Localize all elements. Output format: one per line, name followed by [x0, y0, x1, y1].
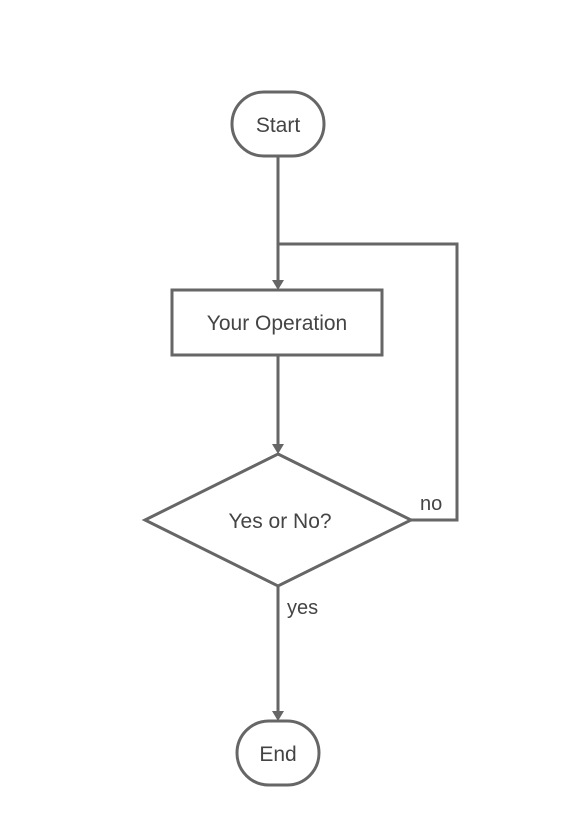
edge-start-to-operation [272, 156, 284, 290]
end-node-label: End [259, 743, 296, 766]
edge-decision-no-loop [278, 242, 459, 522]
edge-decision-to-end [272, 586, 284, 721]
operation-node-label: Your Operation [207, 312, 348, 335]
edge-label-no: no [420, 493, 442, 515]
end-node: End [235, 719, 321, 787]
edge-operation-to-decision [272, 355, 284, 454]
operation-node: Your Operation [170, 288, 384, 357]
decision-node-label: Yes or No? [228, 510, 331, 533]
start-node-label: Start [256, 114, 301, 137]
edge-label-yes: yes [287, 597, 318, 619]
start-node: Start [230, 90, 326, 158]
decision-node: Yes or No? [141, 452, 415, 588]
